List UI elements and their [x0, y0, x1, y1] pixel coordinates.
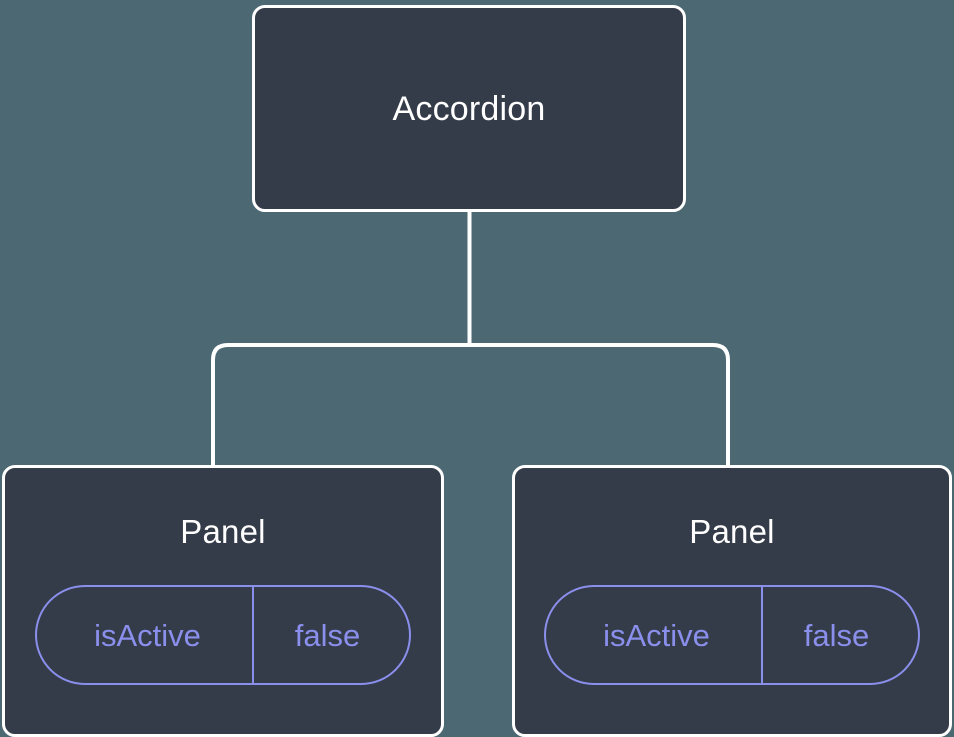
state-value-panel-1: false [294, 617, 361, 653]
node-panel-1-label: Panel [180, 513, 266, 550]
node-accordion[interactable]: Accordion [252, 5, 686, 212]
node-accordion-label: Accordion [392, 89, 546, 128]
state-pill-panel-1[interactable]: isActive false [35, 585, 411, 685]
node-panel-2-label: Panel [689, 513, 775, 550]
node-panel-2[interactable]: Panel isActive false [512, 465, 952, 737]
edge-branch-bus [211, 343, 730, 465]
state-key-panel-2: isActive [546, 587, 763, 683]
state-pill-panel-2[interactable]: isActive false [544, 585, 920, 685]
node-panel-1[interactable]: Panel isActive false [2, 465, 444, 737]
state-value-panel-2: false [803, 617, 870, 653]
state-key-panel-1: isActive [37, 587, 254, 683]
